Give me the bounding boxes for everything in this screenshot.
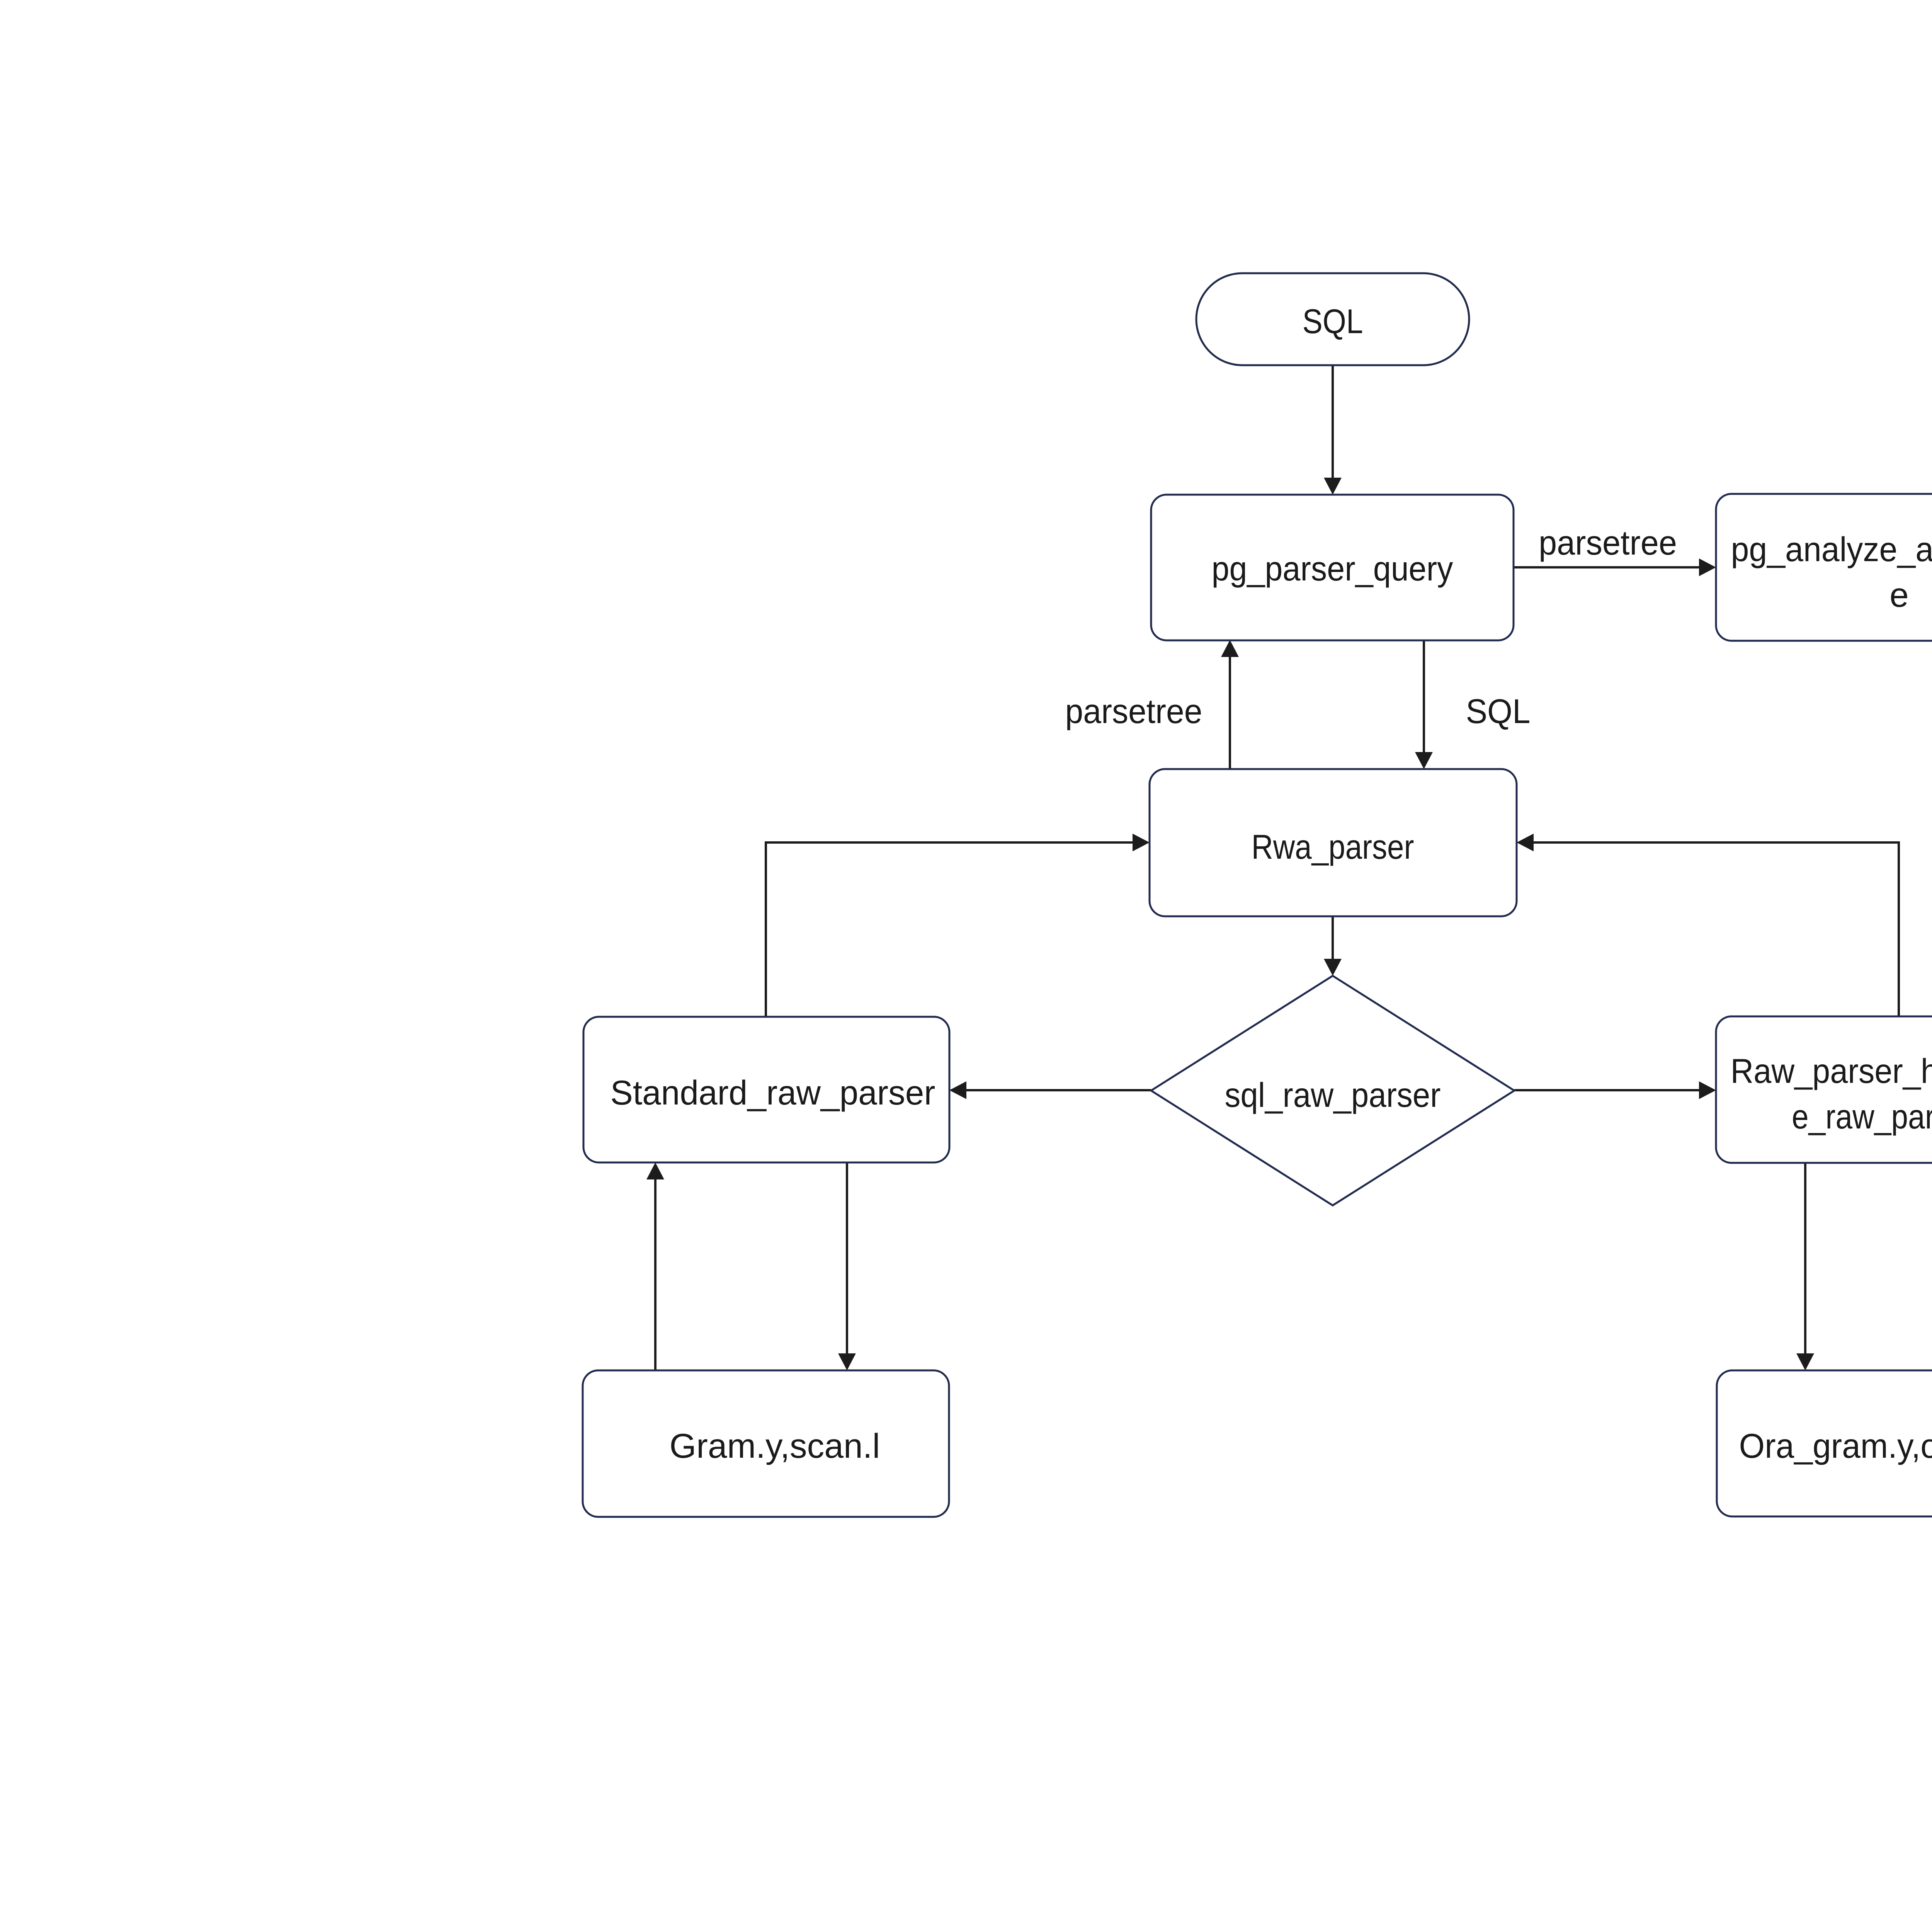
svg-text:e_raw_parser): e_raw_parser): [1792, 1097, 1932, 1136]
svg-text:pg_analyze_and_rewrit: pg_analyze_and_rewrit: [1731, 530, 1932, 568]
svg-text:SQL: SQL: [1303, 302, 1363, 340]
svg-text:sql_raw_parser: sql_raw_parser: [1225, 1076, 1441, 1114]
svg-text:SQL: SQL: [1466, 692, 1531, 730]
svg-text:pg_parser_query: pg_parser_query: [1212, 549, 1453, 588]
svg-text:Standard_raw_parser: Standard_raw_parser: [611, 1073, 935, 1112]
svg-text:Raw_parser_hook(oracl: Raw_parser_hook(oracl: [1731, 1052, 1932, 1090]
svg-text:parsetree: parsetree: [1539, 523, 1677, 562]
svg-text:e: e: [1889, 575, 1909, 614]
svg-text:Gram.y,scan.l: Gram.y,scan.l: [670, 1426, 880, 1465]
svg-text:parsetree: parsetree: [1065, 692, 1202, 730]
svg-text:Rwa_parser: Rwa_parser: [1252, 827, 1414, 866]
svg-text:Ora_gram.y,ora_scan.l: Ora_gram.y,ora_scan.l: [1739, 1426, 1932, 1465]
